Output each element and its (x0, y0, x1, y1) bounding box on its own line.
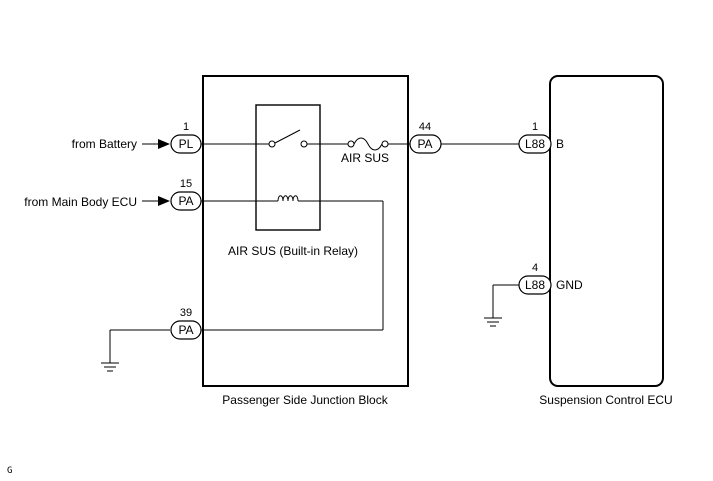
ecu-terminal-b: B (556, 137, 564, 151)
battery-arrow-icon (158, 139, 170, 149)
connector-l88-b-pin: 1 (532, 121, 538, 133)
relay-label: AIR SUS (Built-in Relay) (228, 244, 358, 258)
fuse-label: AIR SUS (341, 151, 389, 165)
connector-pl-pin: 1 (183, 121, 189, 133)
connector-l88-gnd-name: L88 (525, 278, 545, 292)
switch-blade (274, 129, 301, 144)
fuse-terminal-right (381, 140, 389, 148)
connector-pa44-pin: 44 (419, 121, 431, 133)
connector-pa44: PA 44 (409, 121, 442, 154)
connector-pa44-name: PA (417, 137, 432, 151)
connector-l88-gnd-pin: 4 (532, 262, 538, 274)
connector-pa15: PA 15 (170, 178, 202, 211)
junction-block-box (202, 75, 409, 387)
relay-box (255, 104, 321, 231)
fuse-icon (353, 137, 383, 151)
switch-contact-left (268, 140, 276, 148)
connector-l88-b: L88 1 (518, 121, 552, 154)
connector-pa15-name: PA (178, 194, 193, 208)
ecu-box (549, 75, 664, 387)
connector-pl-name: PL (179, 137, 194, 151)
connector-l88-b-name: L88 (525, 137, 545, 151)
footer-code: G (7, 466, 12, 476)
connector-pa15-pin: 15 (180, 178, 192, 190)
ground-icon-right (484, 317, 502, 327)
main-body-arrow-icon (158, 196, 170, 206)
switch-contact-right (300, 140, 308, 148)
connector-l88-gnd: L88 4 (518, 262, 552, 295)
connector-pa39: PA 39 (170, 307, 202, 340)
connector-pa39-name: PA (178, 323, 193, 337)
relay-coil-icon (277, 195, 299, 202)
junction-block-label: Passenger Side Junction Block (222, 393, 388, 407)
ecu-terminal-gnd: GND (556, 278, 583, 292)
connector-pa39-pin: 39 (180, 307, 192, 319)
from-main-body-ecu-label: from Main Body ECU (24, 195, 137, 209)
from-battery-label: from Battery (72, 137, 137, 151)
connector-pl: PL 1 (170, 121, 202, 154)
ground-icon-left (101, 362, 119, 372)
ecu-label: Suspension Control ECU (539, 393, 672, 407)
fuse-terminal-left (347, 140, 355, 148)
